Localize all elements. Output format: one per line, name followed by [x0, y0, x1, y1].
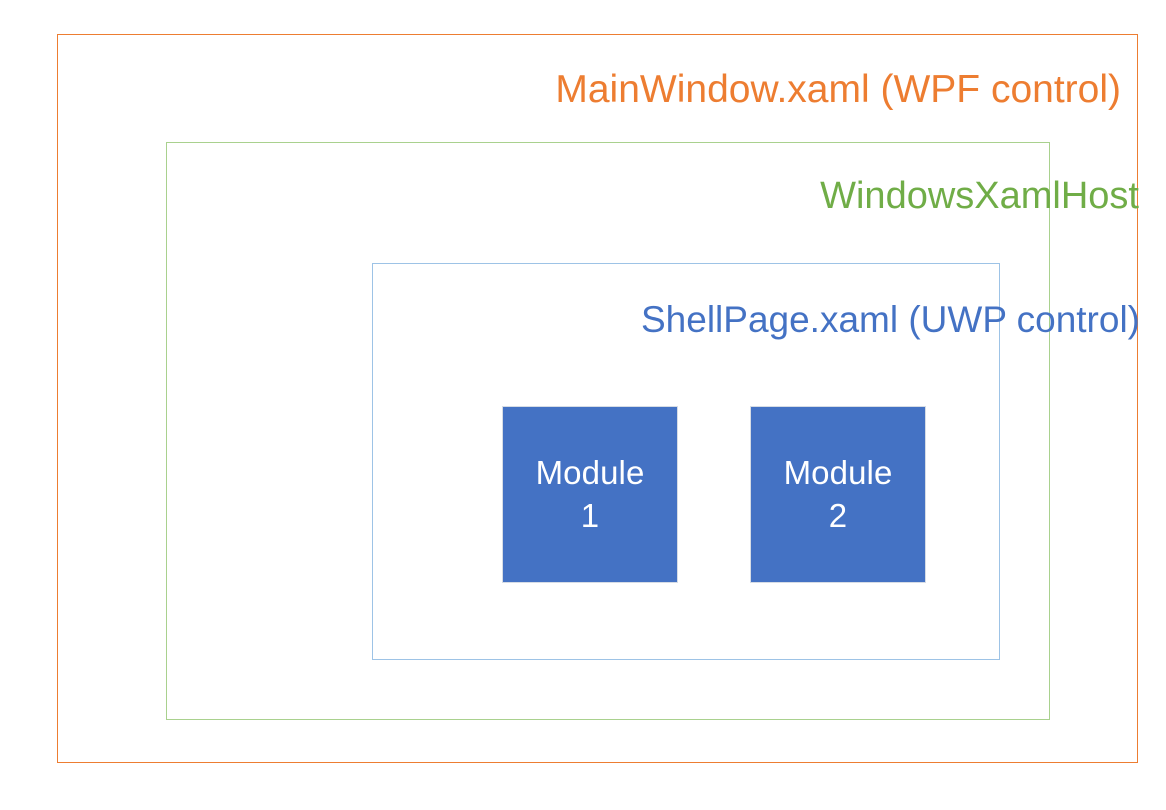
wpf-container-box: Module 1 Module 2: [57, 34, 1138, 763]
module-2-name: Module: [783, 454, 893, 492]
module-box-2[interactable]: Module 2: [750, 406, 926, 583]
windowsxamlhost-container-box: Module 1 Module 2: [166, 142, 1050, 720]
shellpage-container-box: Module 1 Module 2: [372, 263, 1000, 660]
wpf-layer-label: MainWindow.xaml (WPF control): [555, 68, 1121, 111]
module-1-number: 1: [580, 496, 600, 534]
windowsxamlhost-layer-label: WindowsXamlHost: [820, 175, 1139, 217]
module-2-number: 2: [828, 496, 848, 534]
shellpage-layer-label: ShellPage.xaml (UWP control): [641, 299, 1140, 340]
module-box-1[interactable]: Module 1: [502, 406, 678, 583]
module-1-name: Module: [535, 454, 645, 492]
